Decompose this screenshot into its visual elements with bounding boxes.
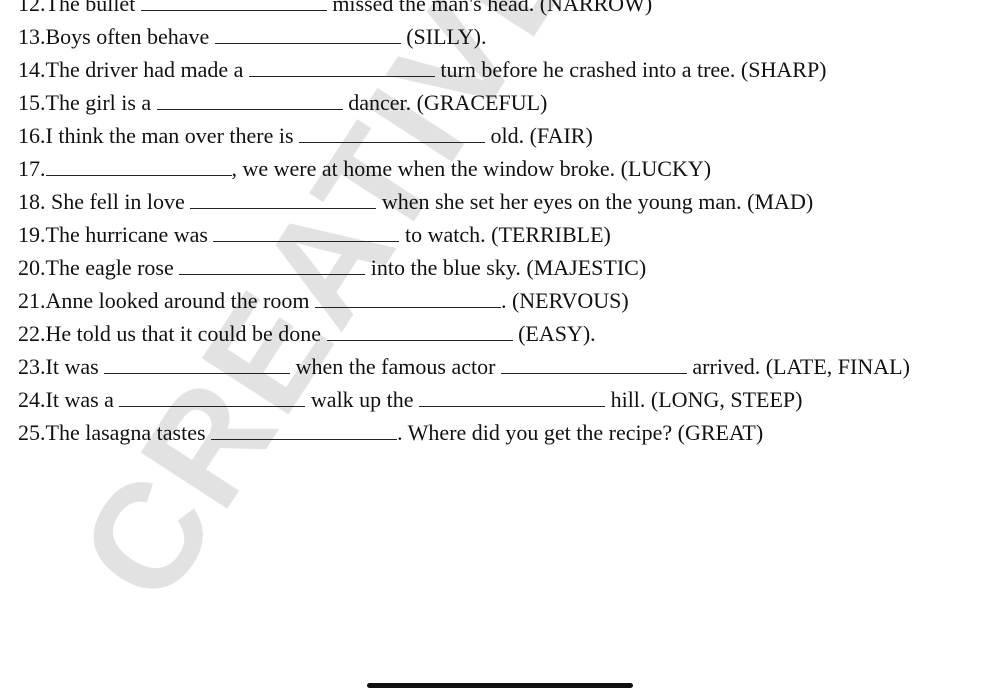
exercise-item: 24.It was a walk up the hill. (LONG, STE… [18, 383, 998, 416]
exercise-text: 17. [18, 156, 46, 181]
exercise-item: 17. , we were at home when the window bro… [18, 152, 998, 185]
exercise-text: 18. She fell in love [18, 189, 191, 214]
exercise-text: dancer. (GRACEFUL) [342, 90, 548, 115]
answer-blank[interactable] [213, 221, 400, 242]
exercise-item: 12.The bullet missed the man's head. (NA… [18, 0, 998, 20]
exercise-text: . (NERVOUS) [500, 288, 629, 313]
exercise-text: 25.The lasagna tastes [18, 420, 212, 445]
answer-blank[interactable] [179, 254, 366, 275]
exercise-text: 21.Anne looked around the room [18, 288, 315, 313]
exercise-item: 25.The lasagna tastes . Where did you ge… [18, 416, 998, 449]
exercise-text: into the blue sky. (MAJESTIC) [365, 255, 647, 280]
home-indicator[interactable] [367, 683, 633, 688]
answer-blank[interactable] [419, 386, 606, 407]
exercise-item: 23.It was when the famous actor arrived.… [18, 350, 998, 383]
exercise-item: 18. She fell in love when she set her ey… [18, 185, 998, 218]
exercise-text: 20.The eagle rose [18, 255, 180, 280]
exercise-list: 12.The bullet missed the man's head. (NA… [18, 0, 998, 449]
exercise-item: 21.Anne looked around the room . (NERVOU… [18, 284, 998, 317]
answer-blank[interactable] [140, 0, 327, 11]
exercise-text: . Where did you get the recipe? (GREAT) [397, 420, 764, 445]
answer-blank[interactable] [500, 353, 687, 374]
exercise-text: 12.The bullet [18, 0, 141, 16]
exercise-item: 22.He told us that it could be done (EAS… [18, 317, 998, 350]
answer-blank[interactable] [119, 386, 306, 407]
exercise-text: when the famous actor [290, 354, 501, 379]
exercise-item: 20.The eagle rose into the blue sky. (MA… [18, 251, 998, 284]
exercise-text: 14.The driver had made a [18, 57, 249, 82]
exercise-text: missed the man's head. (NARROW) [326, 0, 653, 16]
exercise-item: 14.The driver had made a turn before he … [18, 53, 998, 86]
answer-blank[interactable] [190, 188, 377, 209]
exercise-text: to watch. (TERRIBLE) [399, 222, 611, 247]
exercise-text: arrived. (LATE, FINAL) [686, 354, 910, 379]
exercise-text: (EASY). [512, 321, 596, 346]
answer-blank[interactable] [314, 287, 501, 308]
exercise-text: 19.The hurricane was [18, 222, 214, 247]
exercise-text: hill. (LONG, STEEP) [605, 387, 803, 412]
exercise-item: 15.The girl is a dancer. (GRACEFUL) [18, 86, 998, 119]
exercise-text: old. (FAIR) [485, 123, 593, 148]
exercise-item: 19.The hurricane was to watch. (TERRIBLE… [18, 218, 998, 251]
exercise-text: 24.It was a [18, 387, 120, 412]
exercise-text: (SILLY). [400, 24, 487, 49]
answer-blank[interactable] [299, 122, 486, 143]
exercise-text: , we were at home when the window broke.… [231, 156, 712, 181]
exercise-item: 13.Boys often behave (SILLY). [18, 20, 998, 53]
exercise-text: walk up the [305, 387, 420, 412]
exercise-text: when she set her eyes on the young man. … [376, 189, 814, 214]
answer-blank[interactable] [214, 23, 401, 44]
exercise-text: 22.He told us that it could be done [18, 321, 327, 346]
answer-blank[interactable] [211, 419, 398, 440]
answer-blank[interactable] [326, 320, 513, 341]
exercise-text: 15.The girl is a [18, 90, 157, 115]
exercise-text: 23.It was [18, 354, 105, 379]
exercise-text: turn before he crashed into a tree. (SHA… [434, 57, 827, 82]
answer-blank[interactable] [156, 89, 343, 110]
exercise-text: 13.Boys often behave [18, 24, 215, 49]
answer-blank[interactable] [104, 353, 291, 374]
exercise-text: 16.I think the man over there is [18, 123, 300, 148]
answer-blank[interactable] [45, 155, 232, 176]
exercise-item: 16.I think the man over there is old. (F… [18, 119, 998, 152]
answer-blank[interactable] [248, 56, 435, 77]
